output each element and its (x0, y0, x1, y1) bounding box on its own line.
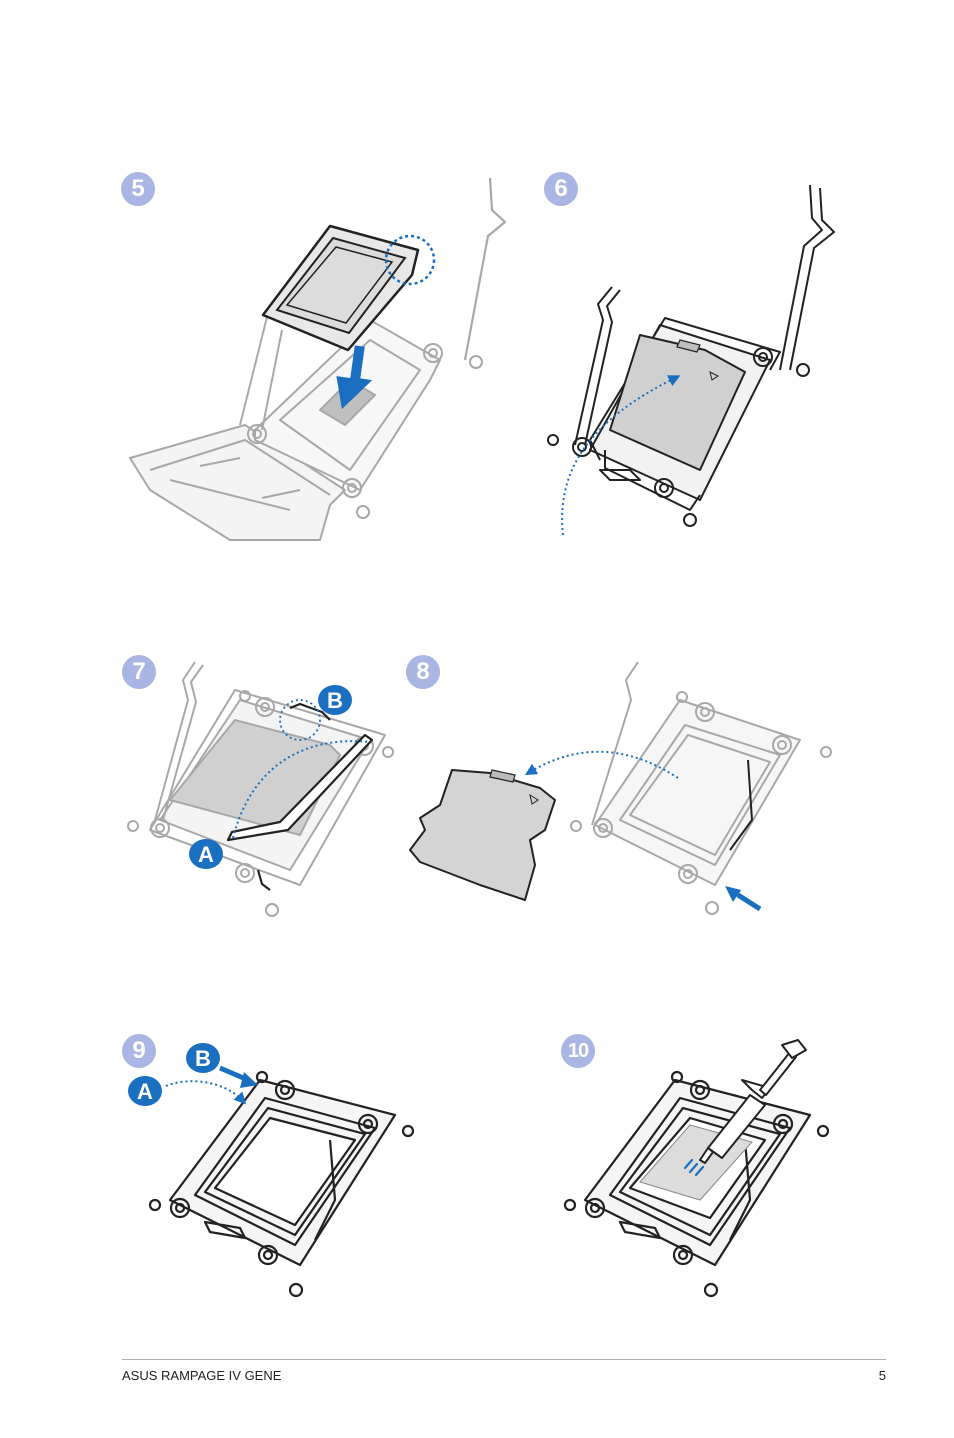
footer-divider (122, 1359, 886, 1360)
step-5-illustration (130, 178, 505, 540)
step-7-callout-b: B (318, 685, 352, 715)
step-9-callout-b: B (186, 1043, 220, 1073)
step-8-load-plate-removed (410, 770, 555, 900)
step-7-callout-a: A (189, 839, 223, 869)
svg-text:A: A (137, 1079, 153, 1104)
svg-text:B: B (195, 1046, 211, 1071)
footer-title: ASUS RAMPAGE IV GENE (122, 1368, 281, 1383)
svg-text:B: B (327, 688, 343, 713)
step-8-socket (571, 662, 831, 914)
svg-text:A: A (198, 842, 214, 867)
step-9-curved-arrow (166, 1081, 242, 1100)
page-number: 5 (879, 1368, 886, 1383)
step-5-cpu (263, 226, 418, 350)
step-9-callout-a: A (128, 1076, 162, 1106)
step-9-socket (150, 1072, 413, 1296)
